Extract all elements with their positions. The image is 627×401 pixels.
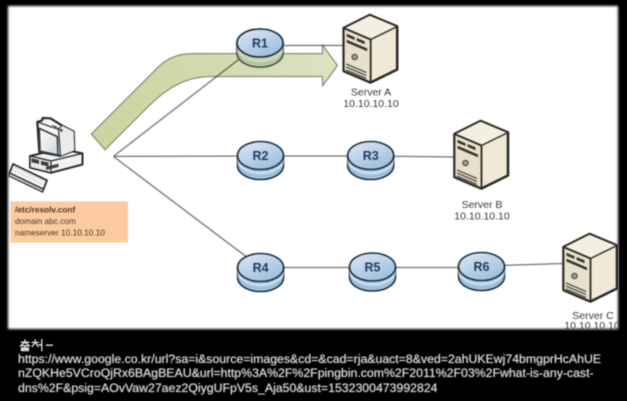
svg-text:Server B: Server B: [462, 199, 503, 211]
svg-text:R6: R6: [474, 260, 490, 274]
svg-text:10.10.10.10: 10.10.10.10: [343, 98, 399, 110]
svg-text:10.10.10.10: 10.10.10.10: [564, 320, 618, 329]
svg-text:R1: R1: [252, 37, 268, 51]
svg-text:domain abc.com: domain abc.com: [15, 216, 76, 226]
svg-text:10.10.10.10: 10.10.10.10: [454, 211, 510, 223]
svg-text:nameserver 10.10.10.10: nameserver 10.10.10.10: [15, 228, 105, 238]
svg-text:R2: R2: [253, 149, 269, 163]
svg-text:/etc/resolv.conf: /etc/resolv.conf: [15, 205, 75, 215]
svg-text:Server A: Server A: [351, 87, 391, 99]
svg-text:R5: R5: [365, 261, 381, 275]
svg-text:R3: R3: [363, 149, 379, 163]
svg-text:R4: R4: [253, 261, 269, 275]
svg-text:Server C: Server C: [572, 310, 614, 322]
